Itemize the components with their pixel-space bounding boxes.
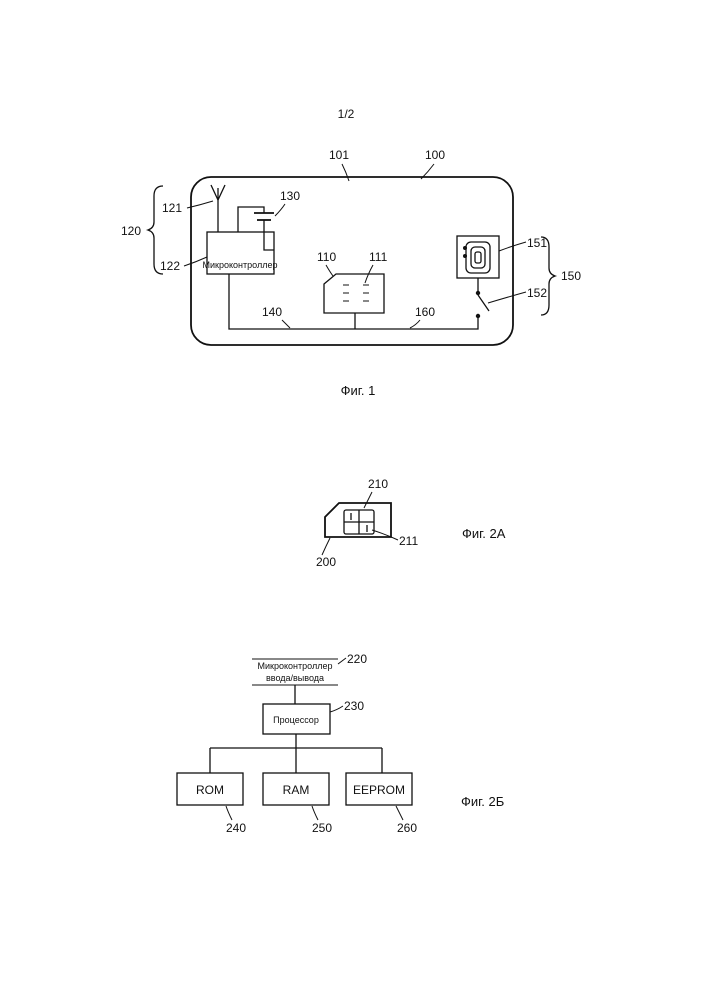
leader-200	[322, 538, 330, 555]
ref-230: 230	[344, 699, 364, 713]
ref-160: 160	[415, 305, 435, 319]
leader-210	[364, 492, 372, 508]
ref-121: 121	[162, 201, 182, 215]
sim-module-icon	[324, 274, 384, 329]
ref-210: 210	[368, 477, 388, 491]
fig2a-caption: Фиг. 2А	[462, 526, 506, 541]
leader-152	[488, 292, 526, 303]
ref-122: 122	[160, 259, 180, 273]
fig2b: Микроконтроллер ввода/вывода 220 Процесс…	[177, 652, 504, 835]
ref-211: 211	[399, 534, 418, 548]
switch-icon	[476, 291, 489, 318]
ref-110: 110	[317, 250, 336, 264]
rom-label: ROM	[196, 783, 224, 797]
leader-160	[410, 320, 420, 328]
ref-150: 150	[561, 269, 581, 283]
leader-130	[275, 204, 285, 216]
leader-230	[330, 706, 343, 712]
ref-111: 111	[369, 250, 388, 264]
ref-152: 152	[527, 286, 547, 300]
io-microcontroller-line1: Микроконтроллер	[258, 661, 333, 671]
processor-label: Процессор	[273, 715, 319, 725]
leader-220	[338, 658, 346, 664]
ref-101: 101	[329, 148, 349, 162]
fig1-caption: Фиг. 1	[341, 383, 376, 398]
ram-label: RAM	[283, 783, 310, 797]
leader-110	[326, 265, 333, 276]
ref-260: 260	[397, 821, 417, 835]
ref-240: 240	[226, 821, 246, 835]
leader-211	[372, 530, 398, 540]
leader-260	[396, 806, 403, 820]
fig1: 101 100 121 Микроконтроллер 122 120 130	[121, 148, 581, 398]
ref-130: 130	[280, 189, 300, 203]
leader-101	[342, 164, 349, 181]
fig2b-caption: Фиг. 2Б	[461, 794, 504, 809]
io-microcontroller-line2: ввода/вывода	[266, 673, 324, 683]
antenna-icon	[211, 185, 225, 232]
battery-icon	[238, 207, 274, 250]
ref-200: 200	[316, 555, 336, 569]
leader-140	[282, 320, 290, 328]
sim-card-icon	[325, 503, 391, 537]
ref-100: 100	[425, 148, 445, 162]
ref-120: 120	[121, 224, 141, 238]
page-number: 1/2	[338, 107, 355, 121]
eeprom-label: EEPROM	[353, 783, 405, 797]
ref-250: 250	[312, 821, 332, 835]
ref-220: 220	[347, 652, 367, 666]
ref-140: 140	[262, 305, 282, 319]
fig2a: 210 211 200 Фиг. 2А	[316, 477, 506, 569]
microcontroller-label: Микроконтроллер	[203, 260, 278, 270]
leader-240	[226, 806, 232, 820]
bus-line	[229, 278, 478, 329]
leader-250	[312, 806, 318, 820]
coil-icon	[457, 236, 499, 292]
